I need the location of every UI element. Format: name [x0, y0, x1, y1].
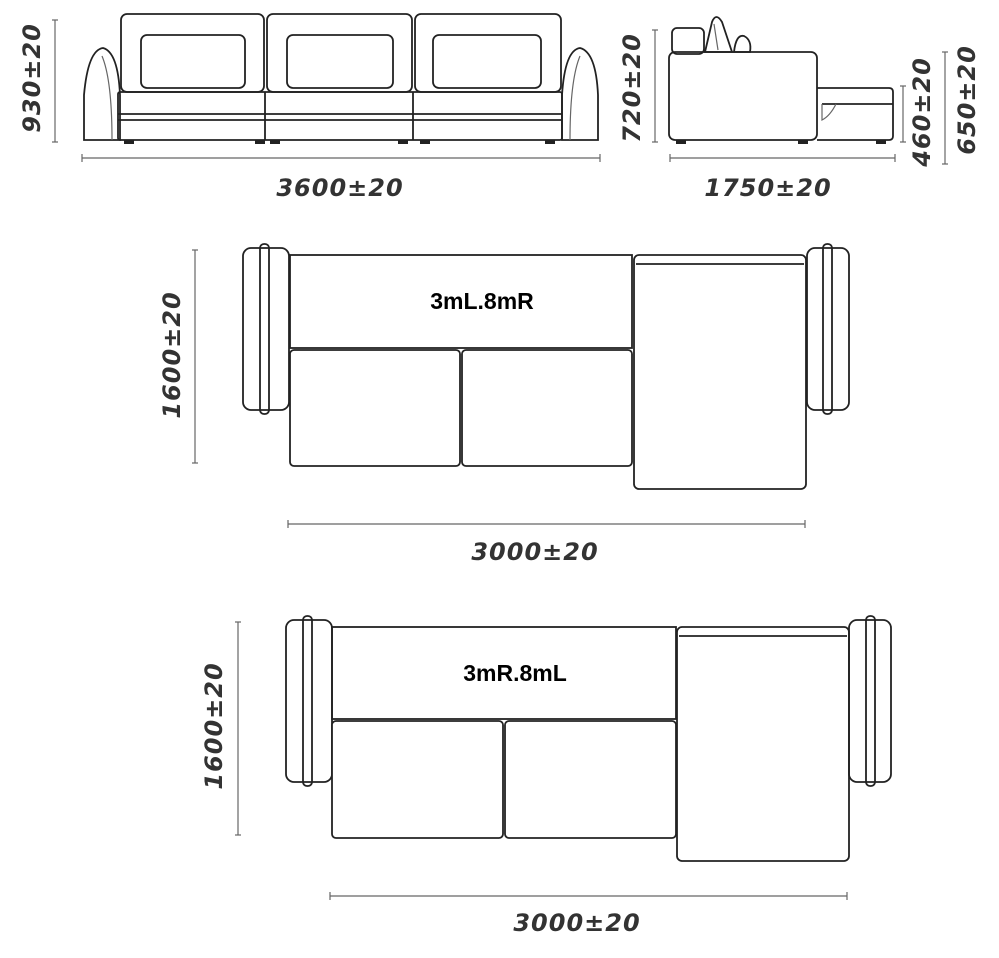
plan-view-left: 1600±20 3mL.8mR 3000±20 [158, 243, 850, 566]
front-height-label: 930±20 [18, 23, 46, 133]
plan-right-left-armrest [285, 615, 333, 787]
plan-right-chaise [676, 626, 850, 862]
plan-left-left-armrest [242, 243, 290, 415]
front-height-dimension-line [52, 19, 58, 143]
plan-right-config-label: 3mR.8mL [463, 660, 567, 686]
plan-right-depth-dimension-line [235, 621, 241, 836]
plan-left-chaise [633, 254, 807, 490]
plan-left-width-dimension-line [287, 520, 806, 528]
plan-left-depth-dimension-line [192, 249, 198, 464]
plan-left-seat-cushion-2 [461, 349, 633, 467]
side-seat-height-label: 460±20 [908, 57, 936, 168]
plan-right-seat-cushion-2 [504, 720, 677, 839]
front-width-label: 3600±20 [276, 174, 403, 202]
plan-right-width-dimension-line [329, 892, 848, 900]
front-back-cushions [120, 13, 562, 93]
side-chaise-height-label: 650±20 [953, 45, 981, 155]
plan-left-backrest [289, 254, 633, 349]
plan-left-depth-label: 1600±20 [158, 291, 186, 418]
front-view: 930±20 [18, 13, 601, 202]
plan-right-width-label: 3000±20 [513, 909, 640, 937]
side-back-height-dimension-line [652, 29, 658, 143]
plan-right-backrest [331, 626, 677, 720]
side-back-height-label: 720±20 [618, 33, 646, 143]
side-pillows [671, 16, 752, 55]
front-width-dimension-line [81, 154, 601, 162]
front-right-armrest [561, 47, 599, 141]
plan-left-right-armrest [806, 243, 850, 415]
plan-left-seat-cushion-1 [289, 349, 461, 467]
front-left-armrest [83, 47, 121, 141]
plan-right-right-armrest [848, 615, 892, 787]
plan-left-width-label: 3000±20 [471, 538, 598, 566]
side-depth-label: 1750±20 [704, 174, 831, 202]
plan-right-seat-cushion-1 [331, 720, 504, 839]
plan-right-depth-label: 1600±20 [200, 662, 228, 789]
side-view: 720±20 460±20 [618, 16, 981, 202]
side-chaise [817, 87, 894, 144]
side-sofa-body [668, 51, 818, 141]
front-seat-base [117, 91, 563, 144]
plan-view-right: 1600±20 3mR.8mL 3000±20 [200, 615, 892, 937]
plan-left-config-label: 3mL.8mR [430, 288, 534, 314]
side-depth-dimension-line [669, 154, 896, 162]
side-seat-height-dimension-line [900, 85, 906, 143]
side-chaise-height-dimension-line [942, 51, 948, 165]
